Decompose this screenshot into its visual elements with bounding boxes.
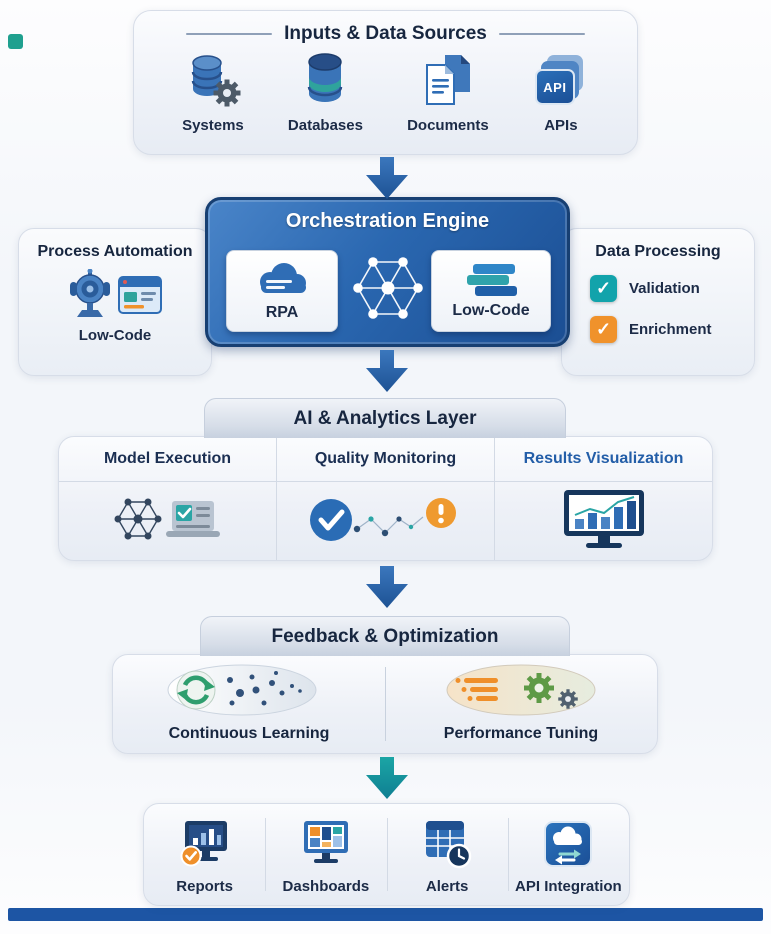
layers-icon [467, 264, 517, 296]
ai-analytics-card: Model Execution [58, 436, 713, 561]
lowcode-card: Low-Code [431, 250, 551, 332]
output-item-api-integration: API Integration [508, 804, 629, 905]
ai-layer-banner: AI & Analytics Layer [204, 398, 566, 438]
enrichment-row: ✓ Enrichment [590, 316, 754, 343]
api-layers-icon: API [533, 53, 589, 109]
feedback-card: Continuous Learning [112, 654, 658, 754]
input-item-apis: API APIs [533, 53, 589, 134]
neural-network-icon [352, 257, 423, 319]
api-integration-icon [544, 821, 593, 867]
ai-column-results-visualization: Results Visualization [494, 437, 712, 560]
inputs-items-row: Systems Databases [134, 45, 637, 134]
enrichment-checkbox-icon: ✓ [590, 316, 617, 343]
alerts-icon [426, 821, 472, 869]
dashboards-label: Dashboards [282, 878, 370, 895]
bottom-accent-bar [8, 908, 763, 921]
quality-monitoring-icon-wrap [277, 481, 494, 559]
ai-column-quality-monitoring: Quality Monitoring [276, 437, 494, 560]
process-automation-title: Process Automation [37, 243, 193, 260]
outputs-card: Reports Dashboards [143, 803, 630, 906]
output-item-alerts: Alerts [387, 804, 508, 905]
process-automation-card: Process Automation [18, 228, 212, 376]
api-icon-text: API [543, 79, 567, 95]
cloud-icon [260, 263, 306, 293]
input-item-databases: Databases [288, 51, 363, 134]
reports-icon [180, 821, 227, 867]
input-item-documents: Documents [407, 51, 489, 134]
ai-column-model-execution: Model Execution [59, 437, 276, 560]
apis-label: APIs [544, 117, 578, 134]
reports-label: Reports [176, 878, 233, 895]
databases-label: Databases [287, 117, 363, 134]
down-arrow-1 [366, 157, 408, 199]
ai-layer-title: AI & Analytics Layer [293, 407, 477, 429]
output-item-dashboards: Dashboards [265, 804, 386, 905]
validation-row: ✓ Validation [590, 275, 754, 302]
feedback-banner: Feedback & Optimization [200, 616, 570, 656]
inputs-card: Inputs & Data Sources [133, 10, 638, 155]
continuous-learning-icon [167, 664, 317, 716]
database-gear-icon [191, 55, 241, 107]
performance-tuning-icon [446, 664, 596, 716]
outputs-divider [386, 818, 388, 891]
bar-chart-monitor-icon [563, 490, 644, 548]
dashboards-icon [303, 821, 348, 863]
results-visualization-icon-wrap [495, 481, 712, 559]
corner-accent-square [8, 34, 23, 49]
data-processing-title: Data Processing [595, 243, 721, 260]
enrichment-label: Enrichment [629, 321, 712, 338]
inputs-title-row: Inputs & Data Sources [134, 11, 637, 45]
continuous-learning-label: Continuous Learning [168, 725, 330, 742]
inputs-title: Inputs & Data Sources [284, 23, 487, 44]
outputs-divider [265, 818, 267, 891]
model-execution-icon [114, 498, 220, 540]
documents-label: Documents [407, 117, 489, 134]
api-layer-front: API [534, 69, 575, 105]
alerts-label: Alerts [425, 878, 469, 895]
data-processing-card: Data Processing ✓ Validation ✓ Enrichmen… [561, 228, 755, 376]
feedback-title: Feedback & Optimization [271, 625, 499, 647]
input-item-systems: Systems [182, 51, 244, 134]
down-arrow-2 [366, 350, 408, 392]
performance-tuning-label: Performance Tuning [443, 725, 599, 742]
rpa-label: RPA [265, 304, 299, 321]
outputs-divider [507, 818, 509, 891]
process-automation-icons [19, 269, 211, 321]
model-execution-header: Model Execution [103, 450, 232, 467]
orchestration-engine-title: Orchestration Engine [285, 210, 490, 232]
robot-icon [70, 269, 110, 317]
continuous-learning-item: Continuous Learning [113, 655, 385, 753]
validation-label: Validation [629, 280, 700, 297]
documents-icon [425, 55, 470, 105]
down-arrow-4 [366, 757, 408, 799]
quality-monitoring-icon [309, 498, 456, 541]
lowcode-engine-label: Low-Code [452, 302, 530, 319]
orchestration-engine-block: Orchestration Engine RPA [205, 197, 570, 347]
api-integration-label: API Integration [515, 878, 622, 895]
app-window-icon [118, 276, 162, 314]
process-automation-label: Low-Code [78, 327, 152, 344]
down-arrow-3 [366, 566, 408, 608]
validation-checkbox-icon: ✓ [590, 275, 617, 302]
systems-label: Systems [182, 117, 244, 134]
database-stack-icon [308, 53, 343, 102]
feedback-divider [385, 667, 386, 741]
performance-tuning-item: Performance Tuning [385, 655, 657, 753]
model-execution-icon-wrap [59, 481, 276, 559]
rpa-card: RPA [226, 250, 338, 332]
results-visualization-header: Results Visualization [523, 450, 684, 467]
ai-header-divider [59, 481, 712, 482]
title-divider-line [498, 33, 585, 35]
quality-monitoring-header: Quality Monitoring [314, 450, 457, 467]
title-divider-line [186, 33, 273, 35]
output-item-reports: Reports [144, 804, 265, 905]
